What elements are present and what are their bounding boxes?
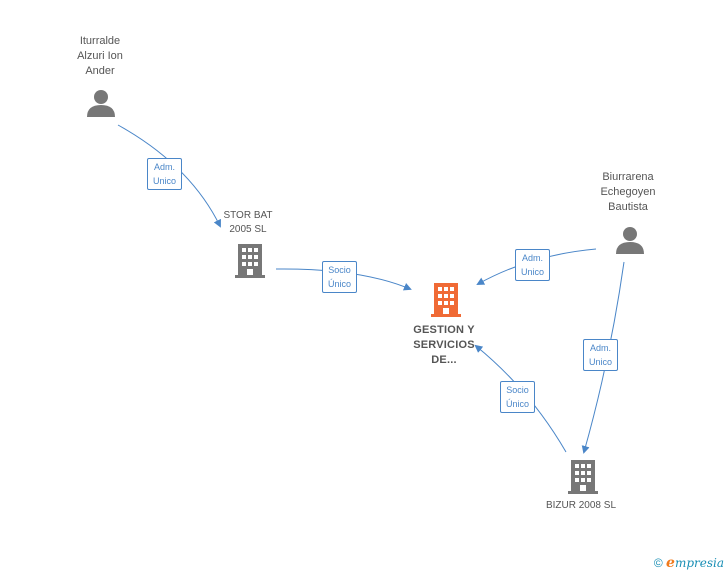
person-label-line: Iturralde — [79, 35, 121, 47]
edge-label-adm-unico: Adm. Unico — [583, 339, 619, 371]
person-label-iturralde[interactable]: Iturralde Alzuri Ion Ander — [50, 34, 150, 79]
edge-label-line: Unico — [521, 267, 545, 277]
edge-label-line: Socio — [506, 385, 529, 395]
person-label-line: Alzuri Ion — [77, 50, 123, 62]
company-label-line: 2005 SL — [229, 224, 267, 235]
person-label-line: Bautista — [608, 201, 648, 213]
building-icon-focus[interactable] — [431, 283, 461, 317]
edge-label-line: Unico — [589, 357, 613, 367]
company-label-bizur[interactable]: BIZUR 2008 SL — [521, 499, 641, 513]
edge-label-line: Único — [506, 399, 530, 409]
brand-logo-e: e — [666, 555, 675, 571]
person-label-biurrarena[interactable]: Biurrarena Echegoyen Bautista — [578, 170, 678, 215]
company-label-line: SERVICIOS — [413, 339, 475, 351]
edge-label-socio-unico: Socio Único — [322, 261, 358, 293]
company-label-line: STOR BAT — [223, 210, 273, 221]
edge-label-adm-unico: Adm. Unico — [147, 158, 183, 190]
company-label-line: DE... — [431, 354, 457, 366]
building-icon[interactable] — [568, 460, 598, 494]
edge-label-adm-unico: Adm. Unico — [515, 249, 551, 281]
edge-label-line: Adm. — [154, 162, 176, 172]
edge-label-line: Adm. — [590, 343, 612, 353]
edge-label-socio-unico: Socio Único — [500, 381, 536, 413]
footer-brand[interactable]: © empresia — [654, 555, 724, 571]
company-label-stor-bat[interactable]: STOR BAT 2005 SL — [198, 209, 298, 237]
person-icon[interactable] — [616, 227, 644, 254]
person-label-line: Biurrarena — [602, 171, 654, 183]
company-label-line: BIZUR 2008 SL — [545, 500, 617, 511]
brand-logo: empresia — [666, 555, 724, 571]
person-label-line: Ander — [85, 65, 115, 77]
company-label-line: GESTION Y — [413, 324, 475, 336]
brand-logo-text: mpresia — [674, 556, 724, 570]
edge-label-line: Único — [328, 279, 352, 289]
person-icon[interactable] — [87, 90, 115, 117]
edge-label-line: Adm. — [522, 253, 544, 263]
building-icon[interactable] — [235, 244, 265, 278]
company-label-gestion[interactable]: GESTION Y SERVICIOS DE... — [394, 323, 494, 368]
edge-label-line: Socio — [328, 265, 351, 275]
copyright-icon: © — [653, 556, 663, 570]
edge-label-line: Unico — [153, 176, 177, 186]
person-label-line: Echegoyen — [600, 186, 656, 198]
